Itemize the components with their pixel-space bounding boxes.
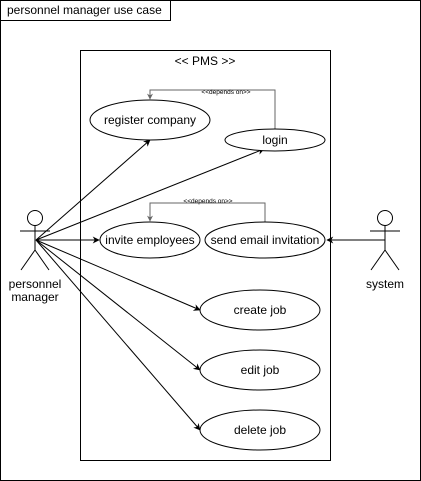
use-case-create-job[interactable]: create job: [199, 289, 321, 331]
frame-title: personnel manager use case: [7, 3, 162, 17]
use-case-label: login: [262, 133, 287, 147]
dependency-login-register: [147, 89, 276, 130]
use-case-register-company[interactable]: register company: [89, 99, 211, 141]
assoc-edit-job: [35, 239, 201, 371]
use-case-label: register company: [104, 113, 196, 127]
use-case-label: delete job: [234, 423, 286, 437]
use-case-login[interactable]: login: [224, 128, 326, 152]
use-case-invite-employees[interactable]: invite employees: [99, 221, 201, 259]
use-case-delete-job[interactable]: delete job: [199, 409, 321, 451]
dependency-label-invite: <<depends on>>: [183, 198, 232, 205]
assoc-delete-job: [35, 239, 201, 431]
assoc-login: [35, 148, 265, 241]
actor-system-label: system: [366, 277, 404, 291]
frame-title-tab: [0, 0, 171, 21]
dependency-label-login: <<depends on>>: [201, 89, 250, 96]
dependency-send-invite: [147, 202, 266, 228]
use-case-label: invite employees: [105, 233, 194, 247]
actor-personnel-manager-label-1: personnel: [9, 277, 62, 291]
associations: [35, 139, 385, 431]
use-case-send-email-invitation[interactable]: send email invitation: [204, 221, 326, 259]
use-case-label: edit job: [241, 363, 280, 377]
system-boundary-title: << PMS >>: [175, 54, 236, 68]
actor-personnel-manager[interactable]: [20, 210, 50, 271]
use-case-label: create job: [234, 303, 287, 317]
actor-personnel-manager-label-2: manager: [11, 290, 58, 304]
actor-head-icon: [377, 210, 393, 226]
dependencies: [147, 89, 276, 228]
assoc-create-job: [35, 239, 201, 311]
use-case-edit-job[interactable]: edit job: [199, 349, 321, 391]
actor-head-icon: [27, 210, 43, 226]
assoc-register-company: [35, 139, 151, 241]
use-case-label: send email invitation: [211, 233, 320, 247]
actor-system[interactable]: [370, 210, 400, 271]
